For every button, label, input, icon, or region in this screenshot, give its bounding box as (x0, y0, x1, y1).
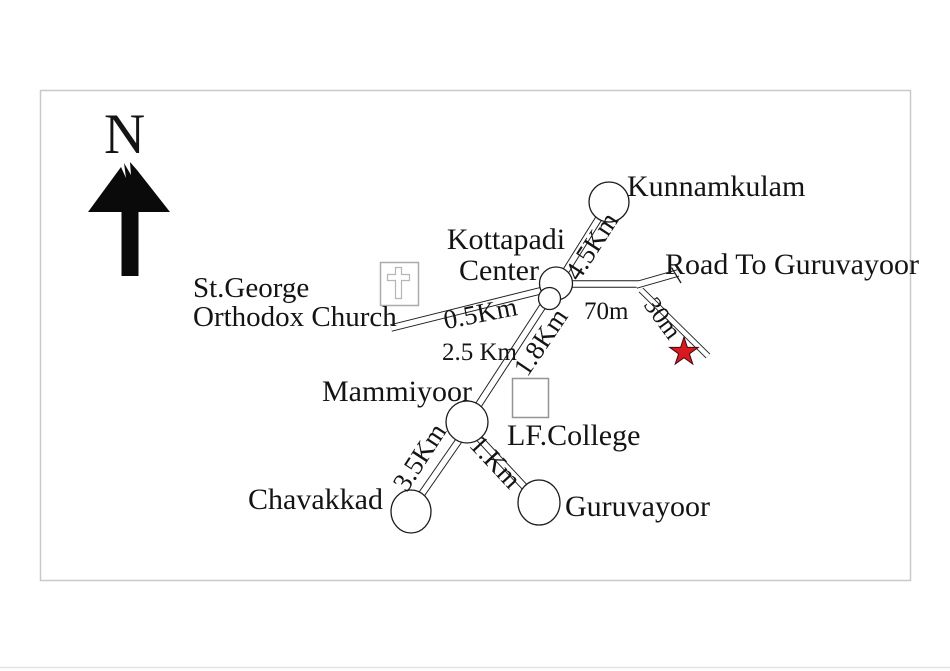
junction-nodes (390, 181, 630, 534)
location-star-icon (668, 335, 700, 366)
label-st-george-line1: St.George (193, 272, 309, 304)
church-cross-icon (379, 261, 420, 307)
label-kottapadi-line2: Center (459, 254, 539, 287)
north-arrow-icon (88, 162, 170, 276)
label-st-george-line2: Orthodox Church (193, 301, 397, 333)
compass: N (88, 103, 170, 276)
college-building-icon (511, 377, 550, 419)
distance-2-5km: 2.5 Km (442, 339, 518, 366)
label-chavakkad: Chavakkad (248, 483, 383, 516)
label-guruvayoor: Guruvayoor (565, 490, 710, 523)
place-labels: Kunnamkulam Kottapadi Center Road To Gur… (193, 170, 919, 523)
node-kunnamkulam (588, 181, 630, 223)
node-guruvayoor (517, 479, 561, 526)
map-border (39, 89, 912, 582)
node-chavakkad (390, 489, 432, 534)
junction-kottapadi-center-lower (537, 286, 562, 311)
node-mammiyoor (445, 400, 489, 444)
distance-70m: 70m (584, 298, 629, 325)
label-kunnamkulam: Kunnamkulam (627, 170, 805, 203)
label-lf-college: LF.College (507, 419, 640, 452)
label-mammiyoor: Mammiyoor (322, 375, 472, 408)
compass-n-label: N (104, 103, 145, 166)
label-kottapadi-line1: Kottapadi (447, 223, 565, 256)
road-end-tick (670, 267, 682, 284)
label-road-to-guruvayoor: Road To Guruvayoor (665, 248, 919, 281)
